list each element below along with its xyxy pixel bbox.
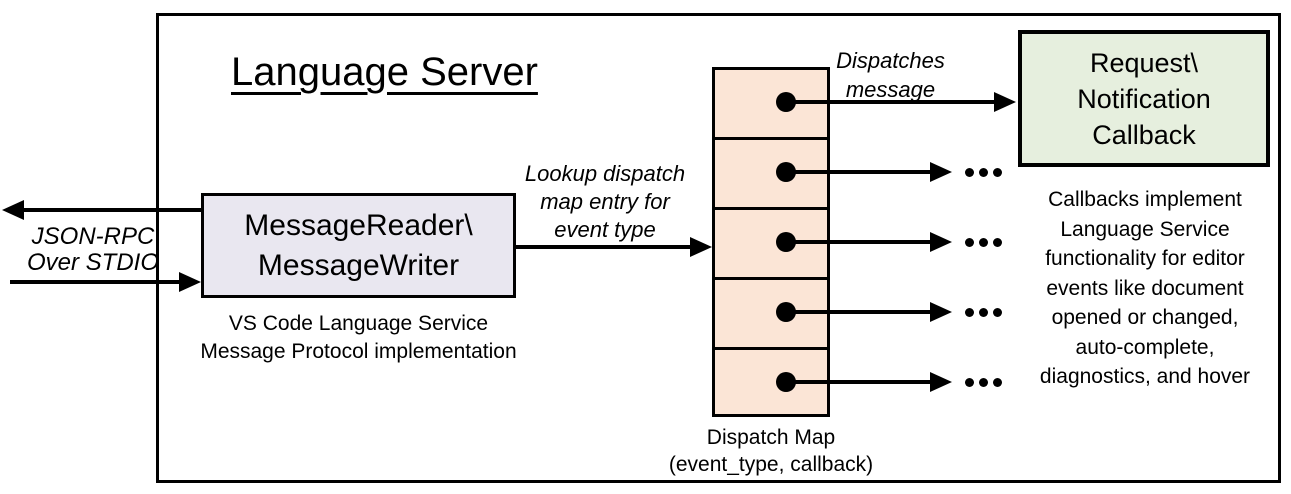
lookup-label: Lookup dispatch map entry for event type xyxy=(515,160,695,244)
lookup-arrow-line xyxy=(516,245,692,249)
reader-caption-line2: Message Protocol implementation xyxy=(200,340,517,363)
callback-box-line3: Callback xyxy=(1092,119,1196,150)
stdio-out-arrowhead-icon xyxy=(2,200,24,220)
dispatches-label-line1: Dispatches xyxy=(836,48,945,73)
callback-box-line2: Notification xyxy=(1077,83,1211,114)
lookup-label-line3: event type xyxy=(554,217,656,242)
stdio-label-line2: Over STDIO xyxy=(26,249,159,276)
map-caption-line1: Dispatch Map xyxy=(706,426,836,449)
dispatch-map-divider xyxy=(715,277,827,280)
dispatch-arrowhead-icon xyxy=(930,372,952,392)
stdio-label-line1: JSON-RPC xyxy=(31,223,155,250)
dispatch-arrowhead-icon xyxy=(930,302,952,322)
stdio-in-arrow-line xyxy=(10,280,180,284)
dispatch-arrowhead-icon xyxy=(994,92,1016,112)
dispatch-map-divider xyxy=(715,347,827,350)
dispatch-arrow-line xyxy=(786,310,932,314)
dispatch-arrow-line xyxy=(786,100,996,104)
map-caption-line2: (event_type, callback) xyxy=(668,453,874,476)
dispatches-label-line2: message xyxy=(845,77,936,102)
reader-caption-line1: VS Code Language Service xyxy=(228,312,489,335)
stdio-out-arrow-line xyxy=(20,208,201,212)
callback-box-line1: Request\ xyxy=(1089,47,1199,78)
lookup-label-line2: map entry for xyxy=(540,189,670,214)
reader-caption: VS Code Language Service Message Protoco… xyxy=(186,310,531,366)
ellipsis-icon xyxy=(965,308,1002,317)
stdio-label: JSON-RPC Over STDIO xyxy=(13,224,173,276)
message-reader-writer-box: MessageReader\ MessageWriter xyxy=(201,193,516,298)
callback-caption-line2: Language Service xyxy=(1060,217,1230,241)
dispatch-map-caption: Dispatch Map (event_type, callback) xyxy=(655,424,887,478)
callback-caption-line6: auto-complete, xyxy=(1075,335,1215,359)
dispatch-arrow-line xyxy=(786,170,932,174)
callback-caption-line1: Callbacks implement xyxy=(1048,188,1242,211)
dispatches-message-label: Dispatches message xyxy=(818,46,963,104)
reader-box-line2: MessageWriter xyxy=(257,248,460,282)
dispatch-arrow-line xyxy=(786,240,932,244)
ellipsis-icon xyxy=(965,238,1002,247)
ellipsis-icon xyxy=(965,168,1002,177)
callback-caption-line5: opened or changed, xyxy=(1051,306,1239,329)
callback-caption-line7: diagnostics, and hover xyxy=(1039,365,1251,388)
diagram-title: Language Server xyxy=(231,50,538,94)
lookup-arrowhead-icon xyxy=(690,237,712,257)
dispatch-arrow-line xyxy=(786,380,932,384)
dispatch-arrowhead-icon xyxy=(930,232,952,252)
callback-caption: Callbacks implement Language Service fun… xyxy=(1020,185,1270,392)
callback-caption-line4: events like document xyxy=(1046,276,1244,300)
dispatch-map-divider xyxy=(715,137,827,140)
callback-caption-line3: functionality for editor xyxy=(1045,247,1245,270)
dispatch-map-divider xyxy=(715,207,827,210)
reader-box-line1: MessageReader\ xyxy=(244,208,473,242)
stdio-in-arrowhead-icon xyxy=(179,272,201,292)
lookup-label-line1: Lookup dispatch xyxy=(524,161,686,186)
ellipsis-icon xyxy=(965,378,1002,387)
dispatch-arrowhead-icon xyxy=(930,162,952,182)
request-notification-callback-box: Request\ Notification Callback xyxy=(1018,30,1270,167)
